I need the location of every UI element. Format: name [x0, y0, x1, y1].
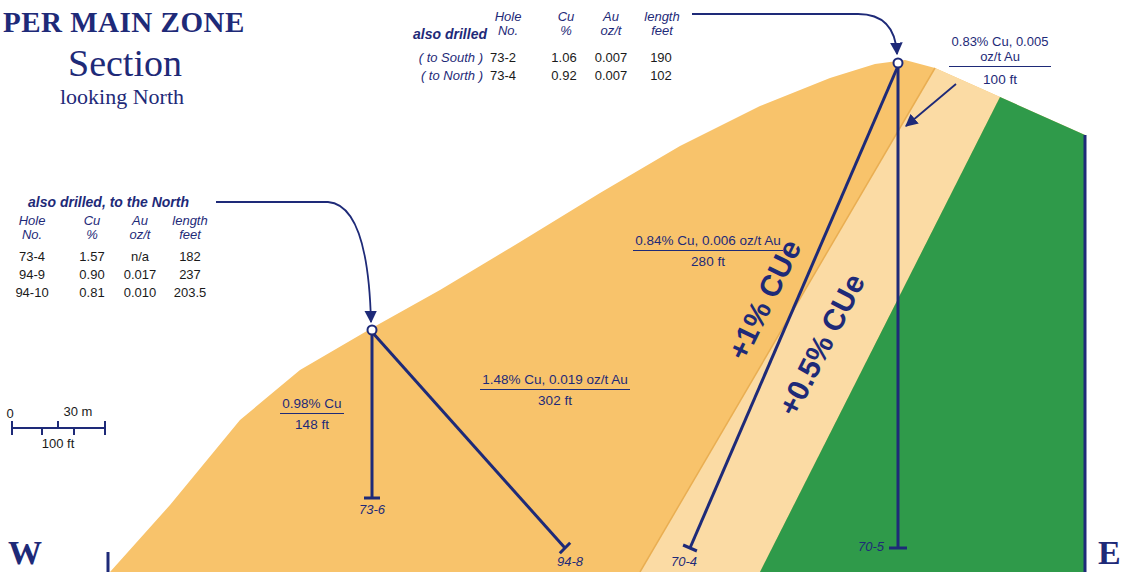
table-cell: 0.007 [595, 51, 628, 66]
table-cell: 94-10 [15, 286, 48, 301]
table-cell: 1.06 [551, 51, 576, 66]
section-edge [107, 552, 110, 572]
table-cell: 0.92 [551, 69, 576, 84]
table-cell: 1.57 [79, 250, 104, 265]
table-cell: 203.5 [174, 286, 207, 301]
table-cell: n/a [131, 250, 149, 265]
collar [894, 59, 903, 68]
table-cell: 237 [179, 268, 201, 283]
scale-text: 30 m [64, 405, 93, 420]
assay-label: 0.83% Cu, 0.005 oz/t Au [949, 35, 1051, 67]
drill-hole [364, 66, 907, 553]
callout-heading: also drilled, to the North [28, 194, 189, 210]
hole-id: 94-8 [557, 555, 583, 569]
length-label: 280 ft [691, 254, 725, 270]
assay-label: 0.98% Cu [280, 396, 343, 414]
table-cell: 102 [650, 69, 672, 84]
length-label: 302 ft [538, 393, 572, 409]
hole-id: 70-4 [671, 555, 697, 569]
table-header: Cu % [558, 10, 575, 39]
scale-bar [12, 421, 105, 435]
collar [368, 326, 377, 335]
table-cell: 94-9 [19, 268, 45, 283]
table-header: Hole No. [495, 10, 522, 39]
table-cell: 182 [179, 250, 201, 265]
table-header: Au oz/t [601, 10, 622, 39]
callout-heading: also drilled [413, 26, 487, 42]
hole-id: 73-6 [359, 503, 385, 517]
table-cell: 73-4 [490, 69, 516, 84]
table-header: Cu % [84, 214, 101, 243]
table-cell: 73-2 [490, 51, 516, 66]
compass-label: E [1098, 536, 1121, 570]
length-label: 100 ft [983, 72, 1017, 88]
assay-label: 1.48% Cu, 0.019 oz/t Au [480, 372, 630, 390]
table-header: length feet [172, 214, 207, 243]
table-cell: 0.017 [124, 268, 157, 283]
table-cell: 73-4 [19, 250, 45, 265]
table-cell: 0.007 [595, 69, 628, 84]
mineralised-zone [110, 60, 1085, 572]
assay-label: 0.84% Cu, 0.006 oz/t Au [633, 233, 783, 251]
table-header: Hole No. [19, 214, 46, 243]
table-header: Au oz/t [130, 214, 151, 243]
scale-text: 100 ft [42, 437, 75, 452]
compass-label: W [8, 536, 42, 570]
hole-id: 70-5 [858, 540, 884, 554]
table-header: length feet [644, 10, 679, 39]
diagram-title: PER MAIN ZONE [3, 6, 245, 39]
table-cell: 0.010 [124, 286, 157, 301]
length-label: 148 ft [295, 417, 329, 433]
table-cell: ( to South ) [419, 51, 483, 66]
table-cell: ( to North ) [421, 69, 483, 84]
host-rock [760, 97, 1085, 572]
grade-zone-label: +1% CUe [721, 234, 809, 365]
scale-text: 0 [6, 407, 13, 422]
section-subtitle: looking North [60, 84, 184, 109]
table-cell: 190 [650, 51, 672, 66]
section-edge [1084, 135, 1087, 572]
section-subtitle: Section [68, 42, 182, 86]
table-cell: 0.90 [79, 268, 104, 283]
table-cell: 0.81 [79, 286, 104, 301]
